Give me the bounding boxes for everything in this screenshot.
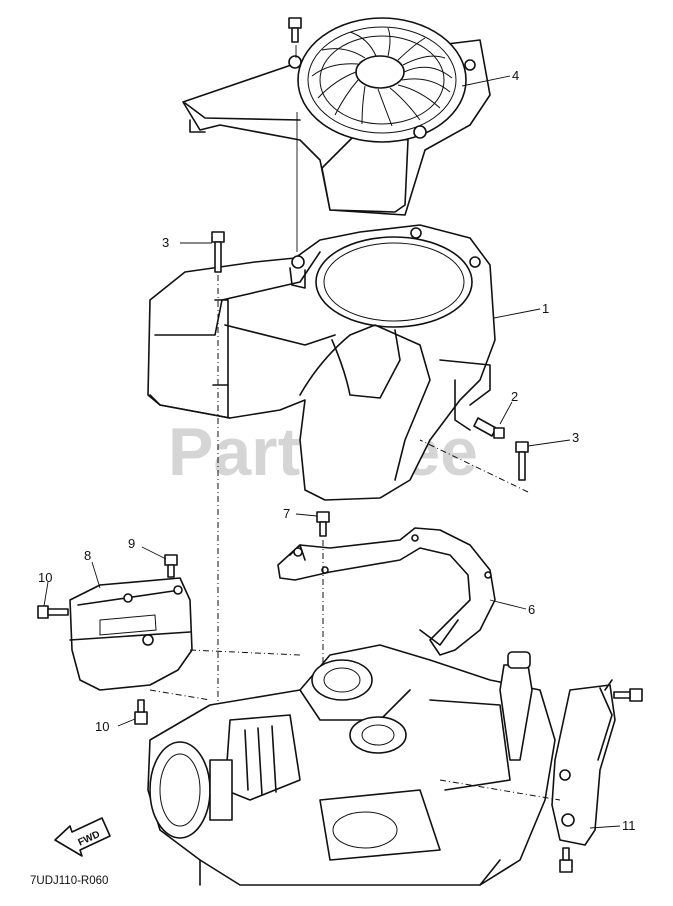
part-1-lower-cover[interactable] bbox=[147, 224, 496, 501]
part-8-side-cover[interactable] bbox=[69, 577, 193, 691]
bolt-3-right[interactable] bbox=[515, 441, 529, 481]
callout-3-left: 3 bbox=[162, 235, 169, 250]
bolt-11-bottom[interactable] bbox=[559, 847, 573, 873]
callout-7: 7 bbox=[283, 506, 290, 521]
callout-8: 8 bbox=[84, 548, 91, 563]
bolt-10-left[interactable] bbox=[37, 605, 69, 619]
callout-11: 11 bbox=[622, 818, 636, 833]
diagram-code: 7UDJ110-R060 bbox=[30, 875, 108, 887]
bolt-2[interactable] bbox=[473, 417, 505, 439]
fan-fins bbox=[311, 27, 453, 127]
callout-2: 2 bbox=[511, 389, 518, 404]
bolt-9[interactable] bbox=[164, 554, 178, 578]
callout-4: 4 bbox=[512, 68, 519, 83]
part-11-side-bracket[interactable] bbox=[551, 679, 616, 846]
part-6-bracket[interactable] bbox=[277, 527, 496, 656]
bolt-7[interactable] bbox=[316, 511, 330, 537]
fwd-arrow-icon bbox=[54, 817, 111, 857]
callout-1: 1 bbox=[542, 301, 549, 316]
bolt-11-top[interactable] bbox=[613, 688, 643, 702]
part-4-fan-shroud[interactable] bbox=[182, 17, 491, 216]
engine-block bbox=[147, 644, 556, 886]
callout-6: 6 bbox=[528, 602, 535, 617]
callout-3-right: 3 bbox=[572, 430, 579, 445]
callout-10-left: 10 bbox=[38, 570, 52, 585]
bolt-10-bottom[interactable] bbox=[134, 699, 148, 725]
bolt-3-left[interactable] bbox=[211, 231, 225, 273]
callout-10-bottom: 10 bbox=[95, 719, 109, 734]
leader-lines bbox=[43, 75, 621, 829]
bolt-top[interactable] bbox=[288, 17, 302, 43]
callout-9: 9 bbox=[128, 536, 135, 551]
